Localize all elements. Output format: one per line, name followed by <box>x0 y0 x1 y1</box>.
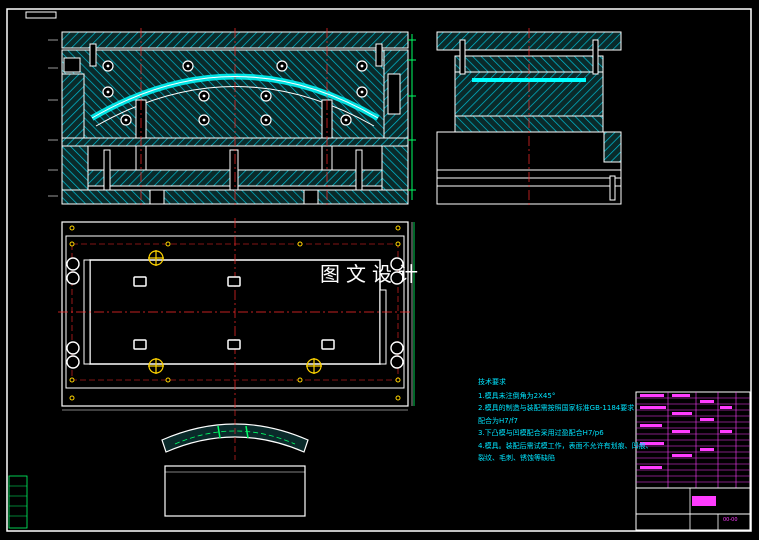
notes-line: 1.模具未注倒角为2X45° <box>478 391 556 400</box>
notes-title: 技术要求 <box>478 378 506 386</box>
part-views <box>161 410 309 517</box>
plan-view <box>58 218 415 411</box>
sheet-border <box>6 8 752 532</box>
side-section-view <box>436 28 622 208</box>
watermark-text: 图文设计 <box>320 262 424 286</box>
title-block <box>635 391 751 531</box>
front-section-view <box>48 28 416 208</box>
technical-requirements: 技术要求 1.模具未注倒角为2X45° 2.模具的制造与装配需按照国家标准GB-… <box>478 376 653 465</box>
notes-line: 4.模具。装配后需试模工作，表面不允许有划痕、凹痕、 <box>478 441 653 450</box>
drawing-code: 00-00 <box>723 517 738 523</box>
notes-line: 裂纹、毛刺、锈蚀等缺陷 <box>478 454 555 462</box>
notes-line: 2.模具的制造与装配需按照国家标准GB-1184要求 <box>478 404 635 412</box>
revision-box <box>8 475 28 529</box>
notes-line: 3.下凸模与凹模配合采用过盈配合H7/p6 <box>478 429 604 437</box>
notes-line: 配合为H7/f7 <box>478 416 518 425</box>
